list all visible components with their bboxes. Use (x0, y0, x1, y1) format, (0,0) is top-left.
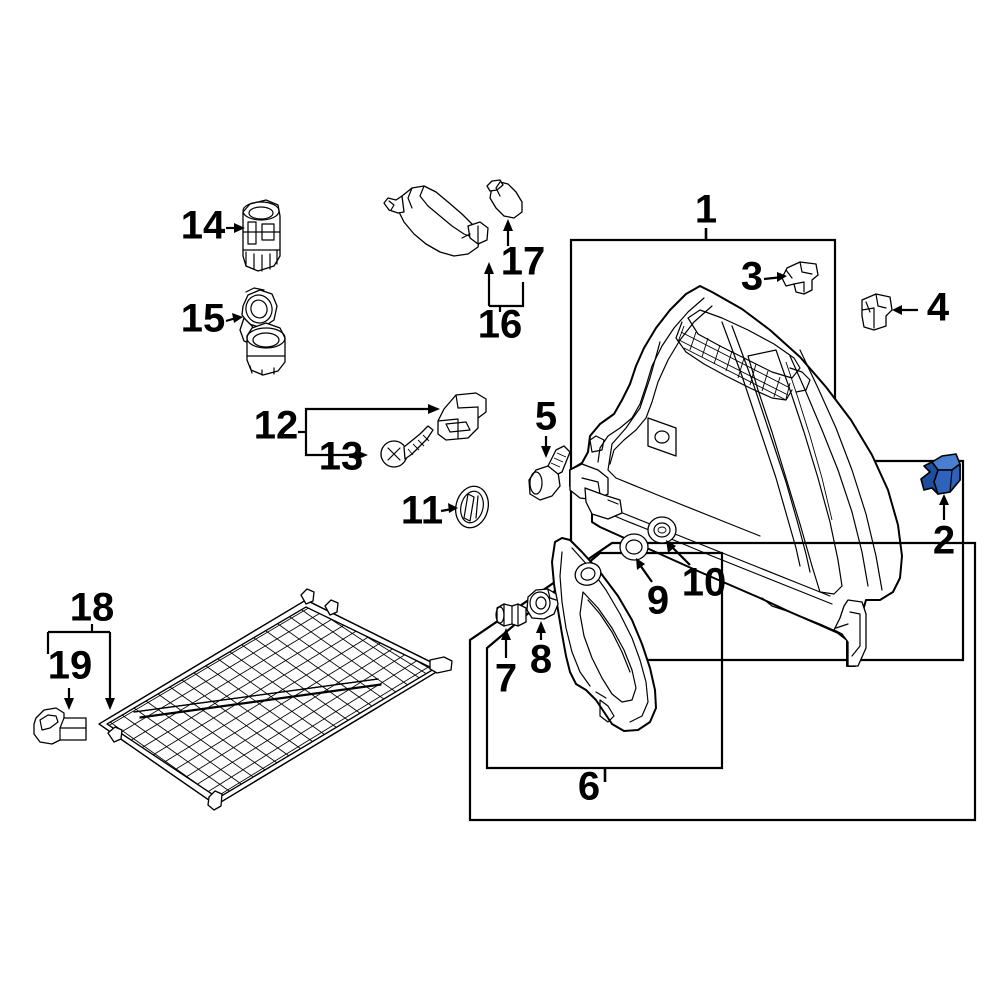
callout-label-12: 12 (254, 404, 299, 448)
part-14-power-outlet (242, 199, 281, 272)
group-bracket-18-19 (46, 624, 115, 710)
callout-17-leader (503, 219, 513, 246)
part-6-lower-trim-cover (551, 537, 657, 732)
part-17-bulb (486, 179, 523, 219)
group-bracket-12-13 (298, 404, 440, 460)
part-18-cargo-net (98, 588, 453, 811)
callout-10-leader (666, 540, 691, 566)
callout-label-11: 11 (401, 489, 443, 533)
part-19-net-hook (33, 707, 87, 745)
part-3-clip (781, 261, 819, 295)
callout-numbers: 1 2 3 4 5 6 7 8 9 10 11 12 13 14 15 16 1… (48, 188, 955, 809)
callout-label-15: 15 (181, 297, 226, 341)
callout-label-8: 8 (530, 638, 552, 682)
callout-11-leader (440, 503, 458, 513)
callout-label-9: 9 (647, 579, 669, 623)
callout-label-2: 2 (933, 519, 955, 563)
callout-label-17: 17 (501, 240, 546, 284)
callout-label-6: 6 (578, 765, 600, 809)
callout-label-16: 16 (478, 303, 523, 347)
callout-2-leader (939, 494, 949, 520)
callout-label-1: 1 (695, 188, 717, 232)
part-5-bolt (528, 445, 571, 501)
speaker-grille (675, 309, 811, 401)
part-2-clip-highlighted (920, 453, 961, 495)
callout-label-4: 4 (927, 286, 950, 330)
part-16-lamp-assembly (383, 185, 489, 257)
callout-label-10: 10 (682, 561, 727, 605)
mount-tab (647, 417, 677, 457)
part-11-oval-cap (455, 485, 489, 529)
part-4-clip (861, 293, 893, 331)
part-9-washer (619, 533, 649, 561)
group-bracket-16 (484, 262, 525, 312)
callout-3-leader (763, 272, 787, 282)
callout-5-leader (541, 436, 551, 458)
callout-label-14: 14 (181, 204, 226, 248)
callout-14-leader (226, 223, 245, 233)
callout-label-3: 3 (741, 255, 763, 299)
callout-7-leader (501, 628, 511, 658)
callout-label-18: 18 (70, 586, 115, 630)
part-quarter-trim-panel (569, 285, 903, 667)
part-15-outlet-cap (239, 287, 286, 376)
part-8-grommet (526, 588, 559, 620)
part-10-washer (647, 516, 677, 544)
callout-8-leader (536, 621, 546, 640)
lower-bracket (833, 599, 867, 667)
part-12-bracket (437, 392, 487, 441)
part-13-screw (380, 425, 434, 468)
callout-9-leader (636, 558, 653, 583)
part-7-push-pin (495, 603, 527, 627)
callout-label-5: 5 (535, 395, 557, 439)
callout-15-leader (225, 313, 243, 323)
callout-label-7: 7 (495, 657, 517, 701)
callout-label-19: 19 (48, 644, 93, 688)
callout-label-13: 13 (319, 435, 364, 479)
callout-4-leader (892, 305, 918, 315)
